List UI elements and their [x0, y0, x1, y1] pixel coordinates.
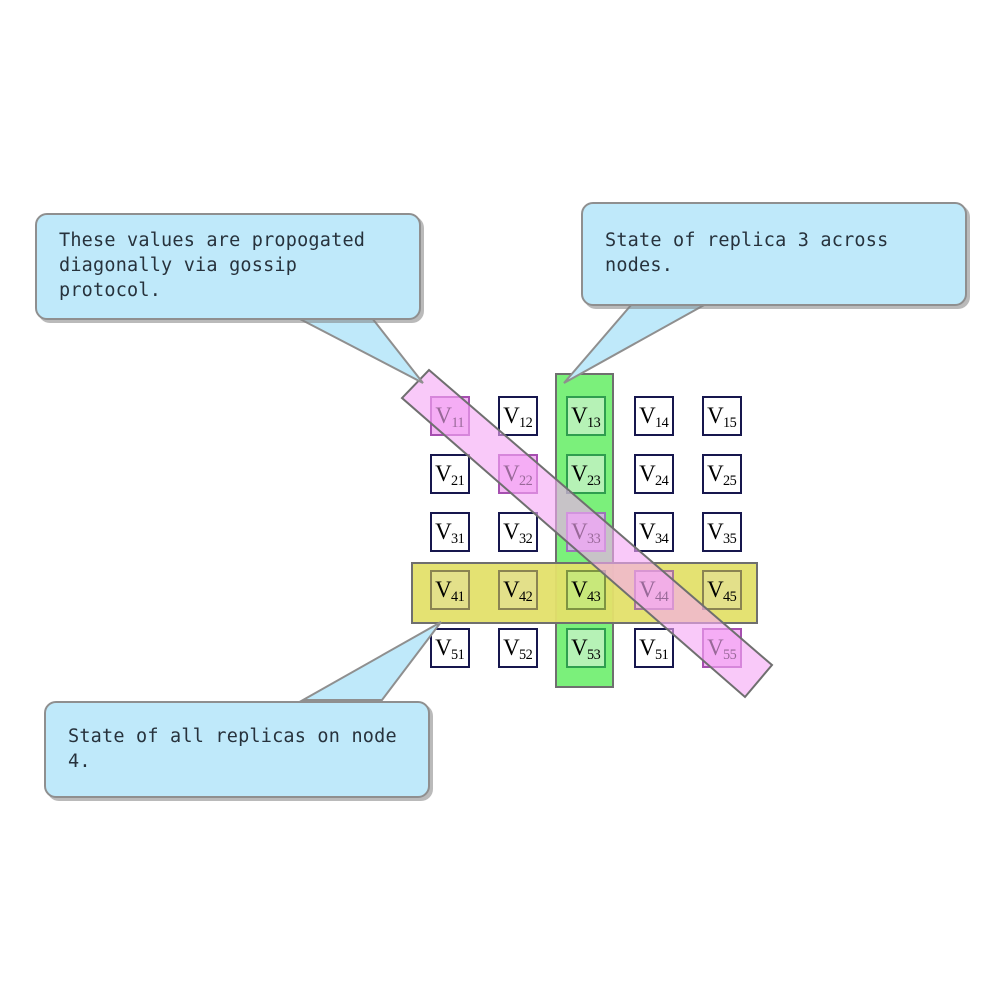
value-cell-v23[interactable]: V23: [566, 454, 606, 494]
value-cell-label: V15: [707, 402, 737, 431]
value-cell-label: V55: [707, 634, 737, 663]
callout-gossip-text: These values are propogated diagonally v…: [59, 230, 366, 301]
value-cell-label: V41: [435, 576, 465, 605]
value-cell-label: V11: [435, 402, 464, 431]
value-cell-label: V33: [571, 518, 601, 547]
value-cell-label: V12: [503, 402, 533, 431]
callout-replica3[interactable]: State of replica 3 across nodes.: [581, 202, 967, 306]
value-cell-v35[interactable]: V35: [702, 512, 742, 552]
value-cell-v14[interactable]: V14: [634, 396, 674, 436]
value-cell-v41[interactable]: V41: [430, 570, 470, 610]
value-cell-label: V42: [503, 576, 533, 605]
value-cell-subscript: 15: [723, 414, 737, 431]
value-cell-v22[interactable]: V22: [498, 454, 538, 494]
value-cell-label: V52: [503, 634, 533, 663]
value-cell-label: V22: [503, 460, 533, 489]
value-cell-label: V45: [707, 576, 737, 605]
value-cell-v25[interactable]: V25: [702, 454, 742, 494]
value-cell-v21[interactable]: V21: [430, 454, 470, 494]
value-cell-label: V31: [435, 518, 465, 547]
value-cell-label: V24: [639, 460, 669, 489]
value-cell-v42[interactable]: V42: [498, 570, 538, 610]
value-cell-subscript: 25: [723, 472, 737, 489]
value-cell-subscript: 31: [451, 530, 465, 547]
value-cell-subscript: 13: [587, 414, 601, 431]
value-cell-subscript: 22: [519, 472, 533, 489]
value-cell-v53[interactable]: V53: [566, 628, 606, 668]
value-cell-subscript: 45: [723, 588, 737, 605]
value-cell-v11[interactable]: V11: [430, 396, 470, 436]
value-cell-subscript: 52: [519, 646, 533, 663]
value-cell-subscript: 42: [519, 588, 533, 605]
value-cell-subscript: 34: [655, 530, 669, 547]
value-cell-subscript: 44: [655, 588, 669, 605]
callout-node4-text: State of all replicas on node 4.: [68, 725, 397, 772]
value-cell-v24[interactable]: V24: [634, 454, 674, 494]
value-cell-v54[interactable]: V51: [634, 628, 674, 668]
value-cell-label: V51: [639, 634, 669, 663]
value-cell-subscript: 55: [723, 646, 737, 663]
value-cell-subscript: 23: [587, 472, 601, 489]
value-cell-v33[interactable]: V33: [566, 512, 606, 552]
value-cell-subscript: 32: [519, 530, 533, 547]
value-cell-v34[interactable]: V34: [634, 512, 674, 552]
value-cell-subscript: 43: [587, 588, 601, 605]
value-cell-label: V32: [503, 518, 533, 547]
value-cell-label: V14: [639, 402, 669, 431]
value-cell-v52[interactable]: V52: [498, 628, 538, 668]
value-cell-subscript: 41: [451, 588, 465, 605]
value-cell-subscript: 12: [519, 414, 533, 431]
callout-gossip[interactable]: These values are propogated diagonally v…: [35, 213, 421, 320]
value-cell-v32[interactable]: V32: [498, 512, 538, 552]
value-cell-subscript: 53: [587, 646, 601, 663]
value-cell-subscript: 14: [655, 414, 669, 431]
value-cell-v51[interactable]: V51: [430, 628, 470, 668]
value-cell-label: V51: [435, 634, 465, 663]
value-cell-subscript: 11: [451, 414, 464, 431]
value-cell-subscript: 51: [655, 646, 669, 663]
callout-node4[interactable]: State of all replicas on node 4.: [44, 701, 430, 798]
value-cell-label: V43: [571, 576, 601, 605]
value-cell-label: V53: [571, 634, 601, 663]
value-cell-subscript: 33: [587, 530, 601, 547]
value-cell-subscript: 24: [655, 472, 669, 489]
callout-replica3-text: State of replica 3 across nodes.: [605, 230, 889, 276]
value-cell-v43[interactable]: V43: [566, 570, 606, 610]
value-cell-label: V21: [435, 460, 465, 489]
value-cell-label: V23: [571, 460, 601, 489]
value-cell-label: V13: [571, 402, 601, 431]
value-cell-v45[interactable]: V45: [702, 570, 742, 610]
value-cell-v44[interactable]: V44: [634, 570, 674, 610]
value-cell-subscript: 35: [723, 530, 737, 547]
value-cell-v31[interactable]: V31: [430, 512, 470, 552]
value-cell-label: V35: [707, 518, 737, 547]
value-cell-v55[interactable]: V55: [702, 628, 742, 668]
value-cell-v13[interactable]: V13: [566, 396, 606, 436]
value-cell-subscript: 21: [451, 472, 465, 489]
value-cell-label: V25: [707, 460, 737, 489]
value-cell-subscript: 51: [451, 646, 465, 663]
value-cell-label: V44: [639, 576, 669, 605]
value-cell-v15[interactable]: V15: [702, 396, 742, 436]
value-cell-v12[interactable]: V12: [498, 396, 538, 436]
value-cell-label: V34: [639, 518, 669, 547]
